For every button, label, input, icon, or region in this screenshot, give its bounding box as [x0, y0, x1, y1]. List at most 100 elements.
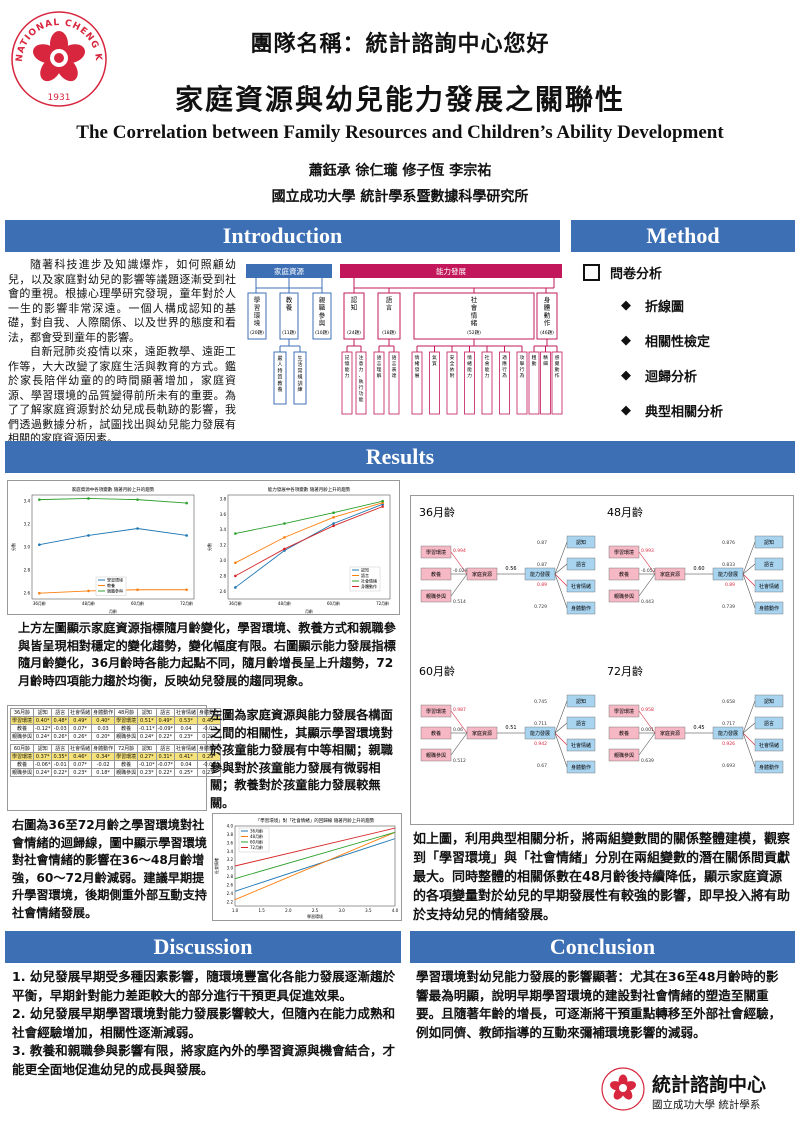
ability-sub-items: 記憶能力注意力、執行功能語言理解語言表達情緒發展氣質安全依附情緒能力社會能力適應… [341, 339, 563, 415]
loading-line [638, 732, 656, 756]
family-latent-label: 家庭資源 [472, 730, 492, 737]
ability-sub-item: 注意力、執行功能 [359, 354, 364, 403]
right-var-label: 語言 [764, 561, 774, 568]
left-var-label: 學習環境 [614, 708, 634, 715]
y-tick-label: 3.6 [220, 512, 227, 517]
series-line [235, 502, 383, 564]
table-header-cell: 社會情緒 [174, 708, 199, 717]
series-line [234, 838, 396, 892]
series-line [39, 528, 187, 546]
y-axis-label: 分數 [206, 543, 212, 551]
loading-coefficient: 0.06 [453, 727, 463, 733]
method-title: 問卷分析 [610, 267, 663, 282]
ability-sub-item: 安全依附 [450, 354, 455, 379]
loading-line [554, 573, 568, 587]
y-tick-label: 2.8 [227, 874, 234, 879]
x-tick-label: 60月齡 [131, 600, 144, 606]
table-cell: 0.24* [33, 768, 53, 777]
table-cell: 0.40* [91, 716, 116, 725]
loading-coefficient: 0.514 [453, 599, 466, 605]
loading-line [742, 732, 756, 746]
method-item-label: 折線圖 [645, 300, 685, 315]
family-item-count: (20題) [250, 330, 264, 336]
conclusion-text: 學習環境對幼兒能力發展的影響顯著：尤其在36至48月齡時的影響最為明顯，說明早期… [416, 969, 782, 1040]
ability-sub-item: 情緒能力 [467, 354, 472, 379]
data-point [185, 588, 188, 592]
ability-latent-label: 能力發展 [530, 730, 550, 737]
table-cell: 0.27* [137, 752, 157, 761]
right-var-label: 語言 [764, 720, 774, 727]
ability-sub-box [355, 351, 367, 415]
method-item: ◆相關性檢定 [621, 331, 793, 350]
table-cell: 教養 [114, 724, 139, 733]
table-cell: 0.31* [155, 752, 176, 761]
loading-coefficient: 0.717 [722, 721, 735, 727]
ability-sub-item: 精細 [543, 354, 548, 367]
table-header-cell: 36月齡 [9, 708, 35, 717]
loading-coefficient: 0.87 [537, 562, 547, 568]
x-tick-label: 2.5 [312, 908, 319, 913]
loading-coefficient: -0.053 [641, 568, 656, 574]
ability-sub-box [446, 351, 458, 415]
table-cell: -0.09* [155, 724, 176, 733]
discussion-item-2: 2. 幼兒發展早期學習環境對能力發展影響較大，但隨內在能力成熟和社會經驗增加，相… [12, 1006, 396, 1040]
table-cell: 0.23* [137, 768, 157, 777]
legend-label: 學習環境 [107, 577, 123, 583]
y-tick-label: 2.8 [24, 568, 31, 573]
family-latent-label: 家庭資源 [472, 571, 492, 578]
y-tick-label: 3.8 [227, 832, 234, 837]
x-tick-label: 1.5 [258, 908, 265, 913]
series-line [234, 827, 396, 867]
table-cell: 親職參與 [9, 732, 35, 741]
x-axis-label: 學習環境 [307, 913, 323, 919]
table-cell: 0.25* [174, 768, 199, 777]
legend-label: 72月齡 [250, 844, 263, 850]
checkbox-icon [583, 264, 600, 281]
results-regression-paragraph: 右圖為36至72月齡之學習環境對社會情緒的迴歸線，圖中顯示學習環境對社會情緒的影… [12, 818, 207, 920]
ability-sub-box [499, 351, 510, 415]
table-cell: 0.46* [68, 752, 93, 761]
panel-age-label: 48月齡 [607, 505, 643, 519]
ability-sub-item: 適應行為 [502, 354, 507, 379]
data-point [136, 588, 139, 592]
left-var-label: 學習環境 [426, 549, 446, 556]
canonical-correlation-value: 0.51 [505, 725, 516, 731]
table-header-cell: 語言 [51, 744, 70, 753]
discussion-item-3: 3. 教養和親職參與影響有限，將家庭內外的學習資源與機會結合，才能更全面地促進幼… [12, 1043, 396, 1077]
data-point [185, 534, 188, 537]
table-cell: 0.22* [155, 768, 176, 777]
ability-item-count: (24題) [347, 330, 361, 336]
ability-latent-label: 能力發展 [530, 571, 550, 578]
y-axis-label: 分數 [10, 543, 16, 551]
right-var-label: 認知 [576, 698, 586, 705]
table-cell: 0.49* [68, 716, 93, 725]
results-canonical-paragraph: 如上圖，利用典型相關分析，將兩組變數間的關係整體建模，觀察到「學習環境」與「社會… [413, 832, 791, 923]
y-tick-label: 2.6 [227, 882, 234, 887]
y-tick-label: 3.0 [227, 866, 234, 871]
diamond-bullet-icon: ◆ [621, 298, 631, 313]
ability-sub-box [551, 351, 563, 415]
series-line [39, 498, 187, 504]
chart-title: 能力發展中各項變數 隨著月齡上升的趨勢 [268, 486, 351, 493]
y-tick-label: 3.0 [220, 558, 227, 563]
x-tick-label: 3.0 [338, 908, 345, 913]
series-line [234, 831, 396, 880]
right-var-label: 身體動作 [759, 764, 779, 771]
y-tick-label: 2.2 [227, 899, 234, 904]
ability-item-motor: 身體動作 [544, 295, 551, 327]
authors: 蕭鈺承 徐仁瓏 修子恆 李宗祐 [308, 163, 492, 179]
legend-label: 48月齡 [250, 833, 263, 839]
table-cell: 0.48* [51, 716, 70, 725]
loading-line [450, 710, 468, 734]
table-cell: 0.23* [197, 768, 222, 777]
data-point [185, 501, 188, 505]
table-header-cell: 認知 [137, 708, 157, 717]
table-cell: 0.26* [68, 732, 93, 741]
discussion-header: Discussion [5, 931, 401, 963]
left-var-label: 學習環境 [426, 708, 446, 715]
